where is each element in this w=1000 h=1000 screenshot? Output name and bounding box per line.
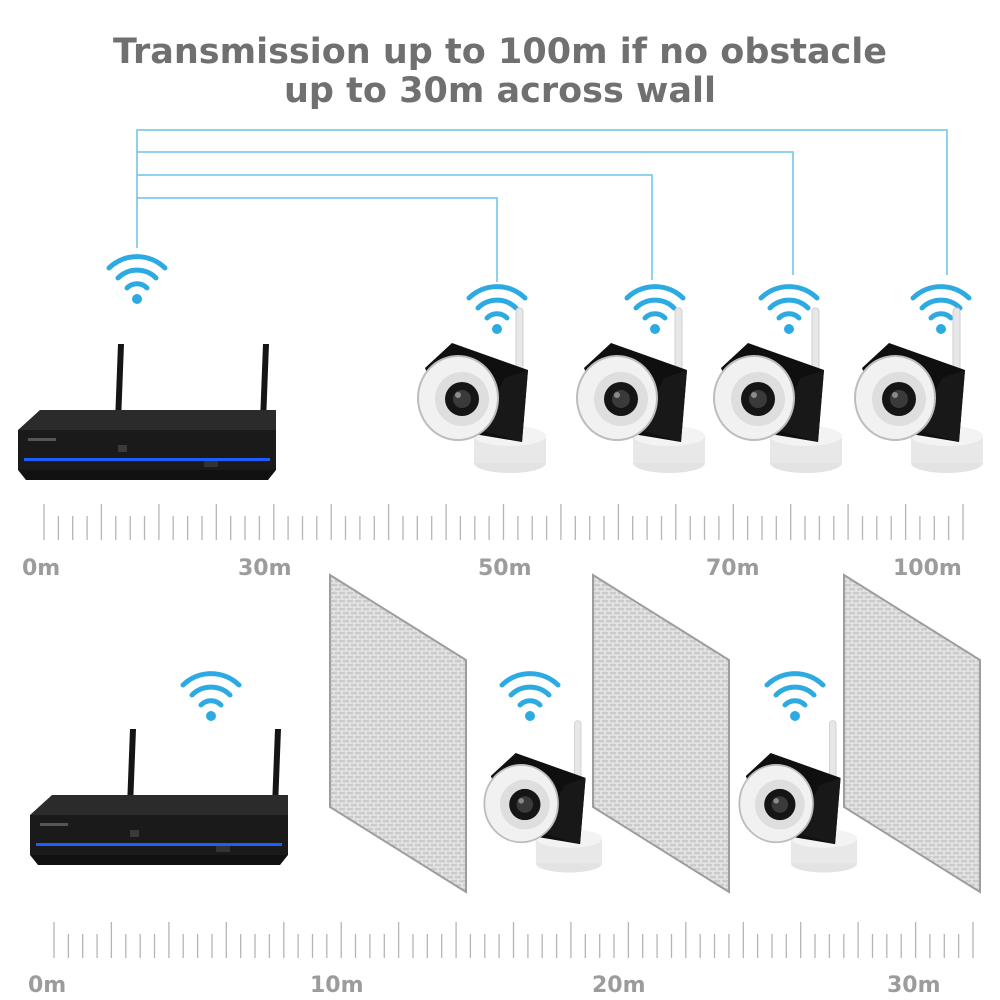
nvr-wifi-signal-icon [109, 257, 165, 304]
scale-open-air-label-4: 100m [893, 556, 962, 581]
scale-open-air-label-2: 50m [478, 556, 532, 581]
scale-through-wall-label-0: 0m [28, 973, 66, 998]
distance-scale-open-air [43, 504, 964, 540]
camera-5-bullet-camera-icon [483, 719, 604, 874]
scale-through-wall-label-1: 10m [310, 973, 364, 998]
nvr-recorder-icon [18, 344, 276, 480]
nvr-2-recorder-icon [30, 729, 288, 865]
camera-3-bullet-camera-icon [713, 307, 843, 474]
title-line-2: up to 30m across wall [284, 71, 716, 111]
camera-6-wifi-signal-icon [767, 674, 823, 721]
camera-5-wifi-signal-icon [502, 674, 558, 721]
scale-open-air-label-0: 0m [22, 556, 60, 581]
distance-scale-through-wall [53, 922, 974, 958]
scale-open-air-label-1: 30m [238, 556, 292, 581]
camera-2-bullet-camera-icon [576, 307, 706, 474]
connector-lines [136, 129, 948, 282]
nvr-2-wifi-signal-icon [183, 674, 239, 721]
title-line-1: Transmission up to 100m if no obstacle [112, 32, 888, 72]
scale-through-wall-label-3: 30m [887, 973, 941, 998]
camera-1-bullet-camera-icon [417, 307, 547, 474]
camera-4-bullet-camera-icon [854, 307, 984, 474]
scale-open-air-label-3: 70m [706, 556, 760, 581]
camera-3-wifi-signal-icon [761, 287, 817, 334]
camera-4-wifi-signal-icon [913, 287, 969, 334]
camera-6-bullet-camera-icon [738, 719, 859, 874]
wall-1-brick-wall-icon [329, 574, 467, 893]
wall-2-brick-wall-icon [592, 574, 730, 893]
scale-through-wall-label-2: 20m [592, 973, 646, 998]
wall-3-brick-wall-icon [843, 574, 981, 893]
